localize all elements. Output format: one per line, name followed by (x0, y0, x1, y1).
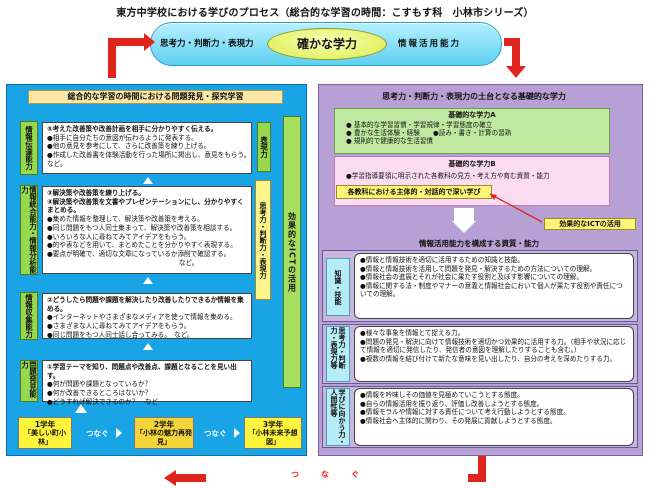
stage-arrow-icon (143, 177, 153, 184)
knowledge-item: ●情報社会の進展とそれが社会に果たす役割と及ぼす影響についての理解。 (360, 273, 583, 281)
basic-a-item: ● 豊かな生活体験・経験 ●読み・書き・計算の習熟 (346, 129, 512, 138)
grade3-theme: 「小林未来予想図」 (248, 429, 298, 446)
grade1-box: 1学年 「美しい町小林」 (18, 417, 72, 449)
thinking-item: ●様々な事象を情報とて捉える力。 (360, 329, 465, 337)
stage2-line: ●インターネットやさまざまなメディアを使って情報を集める。 (47, 313, 237, 322)
stage1-line: ●どうすれば解決できるのか？ など (47, 397, 159, 406)
basic-ability-a-list: ● 基本的な学習習慣・学習規律・学習態度の確立 ● 豊かな生活体験・経験 ●読み… (346, 121, 511, 146)
stage2-left-tag: 情報収集能力 (20, 292, 38, 340)
section-attitude-body: ●情報を吟味しその価値を見極めていこうとする態度。 ●自らの情報活用を振り返り、… (354, 388, 634, 446)
basic-a-item: ● 規則的で健康的な生活習慣 (346, 137, 433, 146)
stage5-line: ●他の意見を参考にして、さらに改善策を練り上げる。 (47, 142, 211, 151)
arrow-left-horizontal (108, 38, 146, 46)
basic-ability-b-title: 基礎的な学力B (448, 160, 496, 168)
stage1-left-tag: 問題発見能力 (20, 360, 38, 402)
knowledge-item: ●情報に関する法・制度やマナーの意義と情報社会において個人が果たす役割や責任につ… (360, 281, 623, 299)
stage34-line: ●集めた情報を整理して、解決策や改善策を考える。 (47, 215, 204, 224)
stage-arrow-icon (143, 277, 153, 284)
grade3-label: 3学年 (262, 420, 284, 429)
stage34-right-tag: 思考力・判断力・表現力 (255, 180, 271, 300)
stage5-right-tag: 表現力 (257, 122, 271, 172)
right-ict-label: 効果的なICTの活用 (544, 218, 636, 230)
deep-learning-label: 各教科における主体的・対話的で深い学び (336, 185, 492, 199)
stage34-line: ●的や表などを用いて、まとめたことを分かりやすく表現する。 (47, 241, 237, 250)
stage1-line: ①学習テーマを知り、問題点や改善点、課題となることを見い出す。 (47, 363, 237, 380)
connector-1-2: つなぐ (86, 429, 109, 438)
capsule-thinking-label: 思考力・判断力・表現力 (160, 39, 254, 49)
arrow-right-down-shaft (512, 38, 520, 68)
left-ict-bar: 効果的なICTの活用 (283, 116, 301, 388)
stage34-card: ③解決策や改善策を練り上げる。 ④解決策や改善策を文書やプレゼンテーションにし、… (42, 186, 252, 274)
stage34-line: ●同じ問題をもつ人同士集まって、解決策や改善策を相談する。 (47, 223, 237, 232)
stage5-line: ●作成した改善書を体験活動を行った場所に掲出し、意見をもらう。 など。 (47, 151, 267, 168)
stage5-line: ●相手に自分たちの意図が伝わるように発表する。 (47, 133, 198, 142)
stage2-line: ●同じ問題をもつ人同士話し合ってみる。 など。 (47, 330, 194, 339)
arrow-left-up-shaft (108, 38, 116, 78)
stage2-line: ●さまざまな人に尋ねてみてアイデアをもらう。 (47, 322, 191, 331)
stage34-left-tag: 情報統合能力・情報分析能力 (20, 185, 38, 275)
stage34-line: ③解決策や改善策を練り上げる。 (47, 189, 145, 197)
page-title: 東方中学校における学びのプロセス（総合的な学習の時間：こすもす科 小林市シリーズ… (116, 8, 534, 19)
connector-arrow-icon (234, 428, 240, 438)
section-knowledge-body: ●情報と情報技術を適切に活用するための知識と技能。 ●情報と情報技術を活用して問… (354, 253, 634, 319)
section-attitude-tag: 学びに向かう力・人間性等 (326, 388, 350, 446)
deep-to-ict-arrow (489, 193, 543, 223)
stage-arrow-icon (143, 343, 153, 350)
thinking-item: ●問題の発見・解決に向けて情報技術を適切かつ効果的に活用する力。（相手や状況に応… (360, 337, 627, 355)
arrow-right-head-icon (506, 66, 526, 78)
attitude-item: ●情報を吟味しその価値を見極めていこうとする態度。 (360, 391, 524, 399)
stage2-line: ②どうしたら問題や課題を解決したり改善したりできるか情報を集める。 (47, 296, 244, 313)
stage5-card: ⑤考えた改善策や改善計画を相手に分かりやすく伝える。 ●相手に自分たちの意図が伝… (42, 122, 267, 174)
section-thinking-body: ●様々な事象を情報とて捉える力。 ●問題の発見・解決に向けて情報技術を適切かつ効… (354, 326, 634, 382)
bottom-arrow-head-icon (164, 470, 176, 486)
stage5-line: ⑤考えた改善策や改善計画を相手に分かりやすく伝える。 (47, 125, 218, 133)
grade2-theme: 「小林の魅力再発見」 (136, 429, 192, 446)
stage34-line: ●要点が明確で、適切な文章になっているか添削で確認する。 (47, 249, 231, 258)
stage34-line: など。 (47, 258, 199, 267)
arrow-left-head-icon (144, 33, 155, 51)
info-literacy-header: 情報活用能力を構成する資質・能力 (419, 239, 539, 248)
basic-a-item: ● 基本的な学習習慣・学習規律・学習態度の確立 (346, 121, 493, 129)
grade3-box: 3学年 「小林未来予想図」 (244, 417, 302, 449)
knowledge-item: ●情報と情報技術を活用して問題を発見・解決するための方法についての理解。 (360, 264, 597, 273)
attitude-item: ●情報モラルや情報に対する責任について考え行動しようとする態度。 (360, 408, 570, 416)
solid-academic-ability-oval: 確かな学力 (267, 28, 387, 60)
left-panel-header: 総合的な学習の時間における問題発見・探究学習 (28, 90, 283, 104)
stage1-line: ●何が問題や課題となっているか？ (47, 380, 152, 389)
basic-ability-a-box (334, 108, 610, 154)
knowledge-item: ●情報と情報技術を適切に活用するための知識と技能。 (360, 256, 525, 264)
grade-up-arrow-icon (75, 404, 87, 413)
capsule-info-literacy-label: 情報活用能力 (398, 39, 462, 49)
basic-ability-a-title: 基礎的な学力A (448, 111, 496, 119)
grade2-box: 2学年 「小林の魅力再発見」 (134, 417, 194, 449)
stage5-left-tag: 情報伝達能力 (20, 121, 38, 175)
bottom-connector-text: つなぐ (291, 470, 381, 479)
connector-arrow-icon (116, 428, 122, 438)
section-knowledge-tag: 知識・技能 (326, 258, 350, 316)
down-arrow-head-icon (452, 221, 476, 233)
right-panel-header: 思考力・判断力・表現力の土台となる基礎的な学力 (382, 92, 566, 101)
grade2-label: 2学年 (153, 420, 175, 429)
stage34-line: ④解決策や改善策を文書やプレゼンテーションにし、分かりやすくまとめる。 (47, 197, 244, 215)
thinking-item: ●複数の情報を結び付けて新たな意味を見い出したり、自分の考えを深めたりする力。 (360, 354, 617, 363)
bottom-connector-bg (206, 469, 468, 485)
basic-ability-b-text: ●学習指導要領に明示された各教科の見方・考え方や育む資質・能力 (346, 172, 550, 180)
down-arrow-icon (454, 208, 474, 222)
stage1-line: ●何か改善できるところはないか？ (47, 389, 152, 398)
stage1-card: ①学習テーマを知り、問題点や改善点、課題となることを見い出す。 ●何が問題や課題… (42, 360, 252, 406)
attitude-item: ●情報社会へ主体的に関わり、その発展に貢献しようとする態度。 (360, 416, 557, 425)
section-thinking-tag: 思考力・判断力・表現力等 (326, 326, 350, 382)
stage34-line: ●いろいろな人に尋ねてみてアイデアをもらう。 (47, 232, 191, 241)
attitude-item: ●自らの情報活用を振り返り、評価し改善しようとする態度。 (360, 399, 544, 408)
grade1-label: 1学年 (34, 420, 56, 429)
grade1-theme: 「美しい町小林」 (24, 429, 66, 446)
connector-2-3: つなぐ (204, 429, 227, 438)
stage2-card: ②どうしたら問題や課題を解決したり改善したりできるか情報を集める。 ●インターネ… (42, 293, 252, 339)
bottom-arrow-right-shaft (478, 456, 486, 482)
